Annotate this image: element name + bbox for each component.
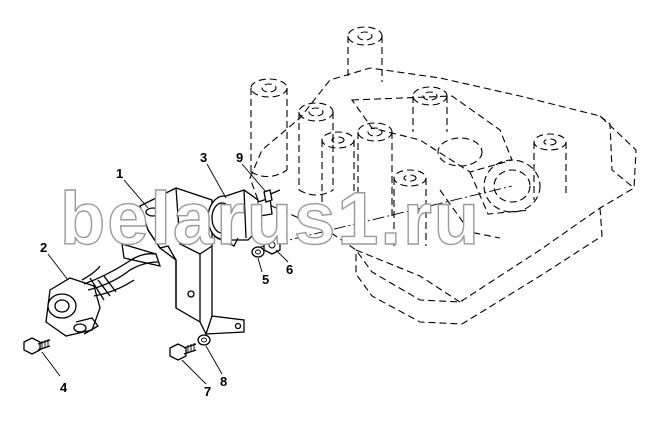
leader-2 [47, 253, 69, 281]
boss-3 [298, 102, 334, 196]
watermark-text: belarus1.ru [60, 177, 481, 260]
callout-3: 3 [200, 150, 207, 165]
boss-1 [347, 26, 383, 82]
leader-3 [206, 163, 227, 199]
nut-part-6 [263, 235, 281, 255]
sensor-part-2 [45, 253, 159, 337]
callout-7: 7 [204, 384, 211, 399]
callout-8: 8 [220, 374, 227, 389]
leader-5 [257, 257, 263, 273]
washer-part-5 [251, 246, 265, 258]
boss-5 [357, 122, 393, 216]
leader-lines [41, 163, 289, 385]
washer-part-8 [197, 334, 211, 346]
sensor-part-3 [207, 189, 273, 247]
boss-6 [412, 86, 448, 132]
callout-labels: 1 2 3 4 5 6 7 8 9 [40, 150, 293, 399]
leader-7 [181, 359, 207, 385]
leader-4 [41, 351, 61, 377]
callout-4: 4 [60, 380, 68, 395]
callout-9: 9 [236, 150, 243, 165]
leader-8 [205, 345, 223, 375]
bolt-part-7 [169, 343, 197, 361]
leader-1 [123, 179, 149, 209]
housing-phantom [249, 26, 637, 325]
leader-6 [275, 249, 289, 263]
callout-5: 5 [262, 272, 269, 287]
callout-6: 6 [286, 262, 293, 277]
valve-body [350, 95, 541, 239]
callout-1: 1 [116, 166, 123, 181]
boss-2 [250, 78, 288, 178]
pin-part-9 [263, 189, 281, 203]
boss-8 [393, 169, 427, 246]
bolt-part-4 [23, 337, 51, 355]
callout-2: 2 [40, 240, 47, 255]
boss-7 [533, 133, 567, 200]
boss-4 [321, 131, 355, 206]
leader-9 [241, 163, 267, 193]
